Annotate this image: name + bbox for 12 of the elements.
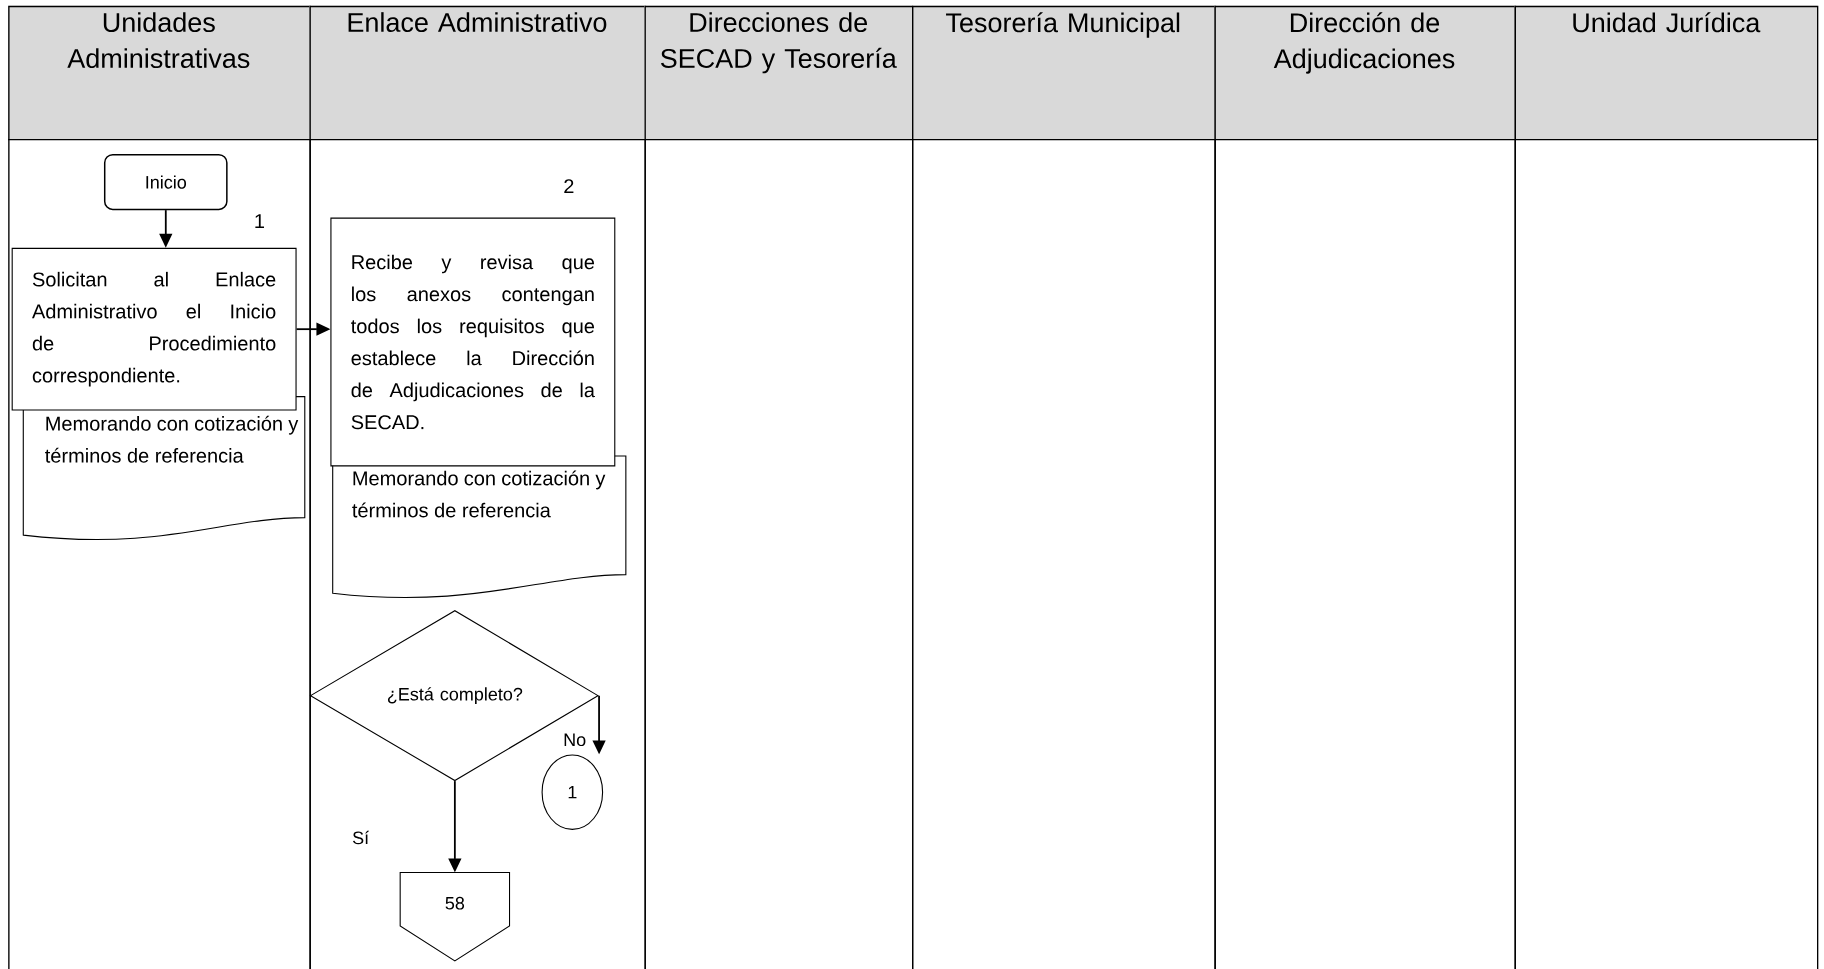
step-number: 2 <box>564 179 574 194</box>
swimlane: Tesorería Municipal <box>912 5 1216 969</box>
start-box: Inicio <box>103 153 228 211</box>
process-box: Recibe y revisa que los anexos contengan todos los requisitos que establece la Dirección de Adjudicaciones de la SECAD. <box>330 217 616 467</box>
swimlane: Dirección de Adjudicaciones <box>1214 5 1516 969</box>
edge-label: No <box>562 732 588 748</box>
swimlane: Direcciones de SECAD y Tesorería <box>644 5 914 969</box>
step-number: 1 <box>255 214 264 228</box>
process-box: Solicitan al Enlace Administrativo el Inicio de Procedimiento correspondiente. <box>11 247 297 411</box>
off-page-connector: 58 <box>399 871 511 962</box>
edge-label: Sí <box>351 829 371 846</box>
swimlane: Unidad Jurídica <box>1514 5 1819 969</box>
